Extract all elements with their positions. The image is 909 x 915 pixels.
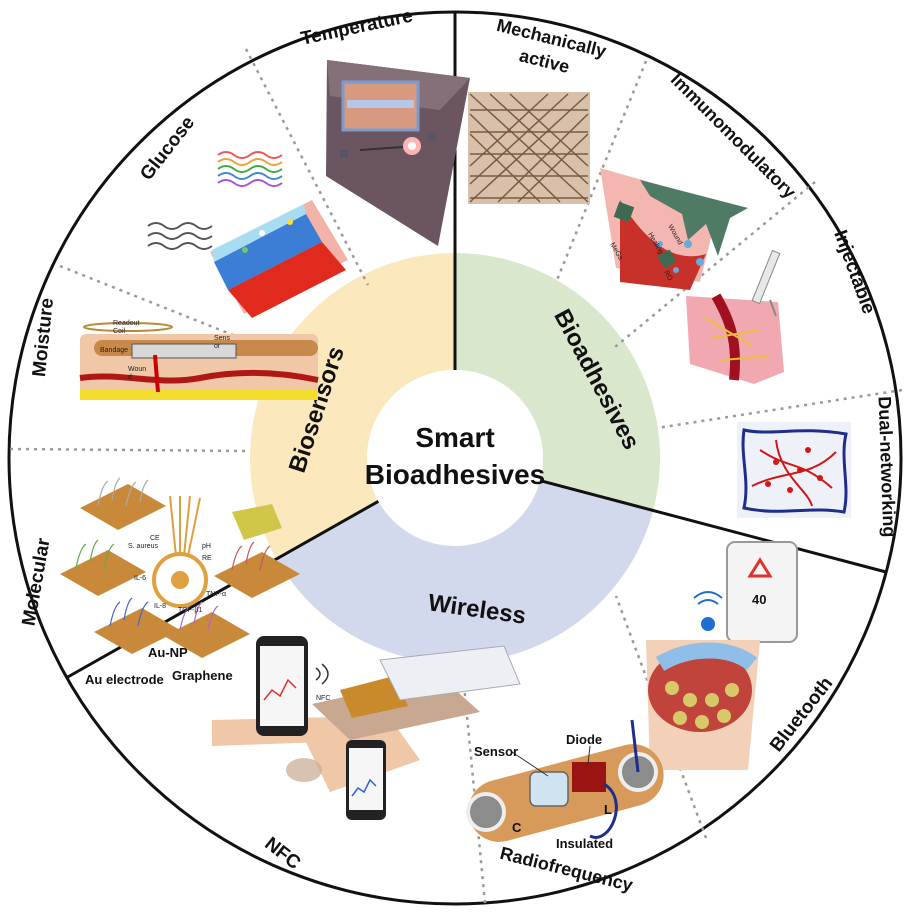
radiofrequency-illustration: Sensor Diode L C Insulated: [466, 719, 664, 851]
moisture-coil-text: Coil: [113, 328, 126, 335]
molecular-graphene-text: Graphene: [172, 668, 233, 683]
moisture-or-text: or: [214, 343, 221, 350]
bioadhesives-sector: [455, 253, 660, 511]
temperature-illustration: [326, 60, 470, 246]
moisture-illustration: Readout Coil Bandage Sens or Woun d: [79, 320, 319, 400]
molecular-tgfb1-text: TGF-β1: [178, 607, 202, 614]
wireless-sector: [276, 480, 654, 663]
moisture-woun-text: Woun: [128, 366, 146, 373]
molecular-ce-text: CE: [150, 535, 160, 542]
mechanically-active-illustration: [468, 92, 590, 204]
radio-l-text: L: [604, 802, 612, 817]
molecular-tnfa-text: TNF-α: [206, 591, 226, 598]
center-circle: [367, 370, 543, 546]
bluetooth-phone-value: 40: [752, 592, 766, 607]
molecular-au-electrode-text: Au electrode: [85, 672, 164, 687]
molecular-saureus-text: S. aureus: [128, 543, 158, 550]
moisture-bandage-text: Bandage: [100, 347, 128, 354]
moisture-sens-text: Sens: [214, 335, 230, 342]
molecular-il8-text: IL-8: [154, 603, 166, 610]
nfc-illustration: NFC: [212, 636, 521, 820]
injectable-illustration: [686, 249, 784, 384]
label-dual-networking: Dual-networking: [875, 396, 900, 538]
biosensors-sector: [250, 253, 455, 559]
nfc-small-text: NFC: [316, 695, 330, 702]
dual-networking-illustration: [737, 422, 851, 518]
molecular-illustration: CE RE pH S. aureus IL-6 IL-8 TNF-α TGF-β…: [60, 477, 300, 687]
center-title-line2: Bioadhesives: [365, 459, 546, 490]
molecular-il6-text: IL-6: [134, 575, 146, 582]
radio-diode-text: Diode: [566, 732, 602, 747]
moisture-d-text: d: [128, 374, 132, 381]
immuno-ro-text: RO: [662, 270, 674, 283]
center-title-line1: Smart: [415, 422, 494, 453]
divider-right: [539, 479, 887, 574]
immunomodulatory-illustration: Wound Healing MeGa RO: [600, 168, 748, 290]
radio-insulated-text: Insulated: [556, 836, 613, 851]
moisture-readout-text: Readout: [113, 320, 140, 327]
molecular-au-np-text: Au-NP: [148, 645, 188, 660]
divider-left: [65, 499, 380, 680]
radio-c-text: C: [512, 820, 522, 835]
molecular-re-text: RE: [202, 555, 212, 562]
bluetooth-illustration: 40: [646, 541, 798, 770]
glucose-illustration: [147, 151, 348, 318]
molecular-ph-text: pH: [202, 543, 211, 550]
radio-sensor-text: Sensor: [474, 744, 518, 759]
